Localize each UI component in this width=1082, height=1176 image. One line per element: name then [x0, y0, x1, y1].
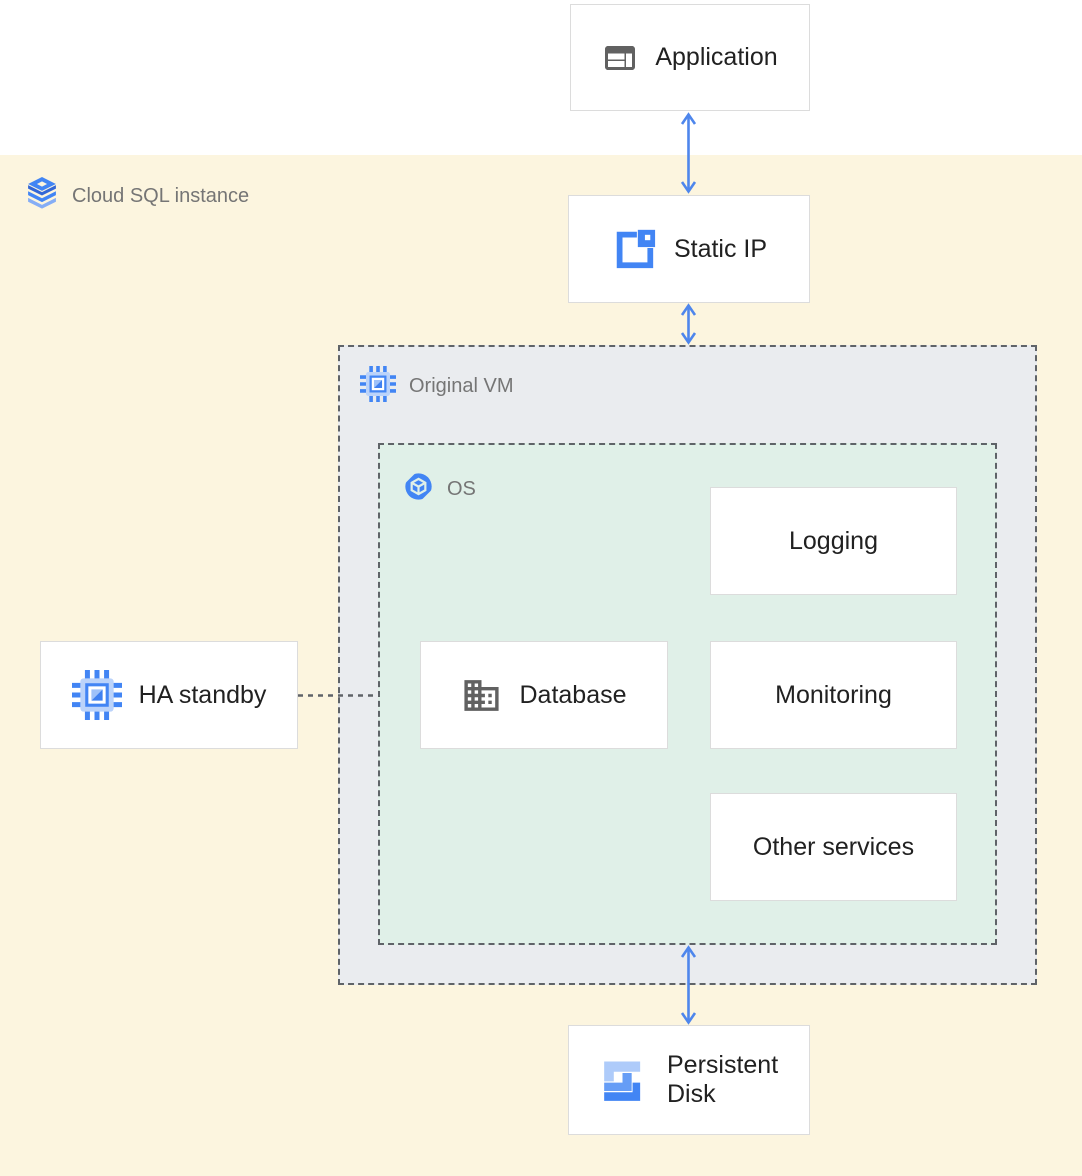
- node-other-services: Other services: [710, 793, 957, 901]
- compute-engine-icon: [360, 366, 396, 406]
- cloud-sql-region-label-text: Cloud SQL instance: [72, 185, 250, 207]
- node-persistent-disk: Persistent Disk: [568, 1025, 810, 1135]
- node-database: Database: [420, 641, 668, 749]
- node-monitoring-label: Monitoring: [775, 680, 892, 709]
- os-icon: [403, 471, 434, 506]
- os-region-label: OS: [403, 471, 476, 506]
- node-logging-label: Logging: [789, 526, 878, 555]
- node-static-ip: Static IP: [568, 195, 810, 303]
- compute-engine-icon: [71, 670, 122, 720]
- cloud-sql-icon: [25, 174, 59, 218]
- node-persistent-disk-label: Persistent Disk: [667, 1051, 779, 1108]
- cloud-sql-region-label: Cloud SQL instance: [25, 174, 249, 218]
- node-monitoring: Monitoring: [710, 641, 957, 749]
- application-icon: [602, 40, 638, 76]
- os-region-label-text: OS: [447, 477, 476, 500]
- persistent-disk-icon: [595, 1053, 650, 1108]
- database-icon: [461, 675, 502, 716]
- original-vm-region-label-text: Original VM: [409, 375, 514, 397]
- node-other-services-label: Other services: [752, 832, 915, 861]
- node-ha-standby: HA standby: [40, 641, 298, 749]
- node-application-label: Application: [655, 43, 778, 71]
- static-ip-icon: [611, 226, 657, 272]
- node-ha-standby-label: HA standby: [138, 680, 267, 709]
- node-application: Application: [570, 4, 810, 111]
- node-logging: Logging: [710, 487, 957, 595]
- original-vm-region-label: Original VM: [360, 366, 513, 406]
- node-static-ip-label: Static IP: [673, 234, 768, 263]
- node-database-label: Database: [519, 680, 627, 709]
